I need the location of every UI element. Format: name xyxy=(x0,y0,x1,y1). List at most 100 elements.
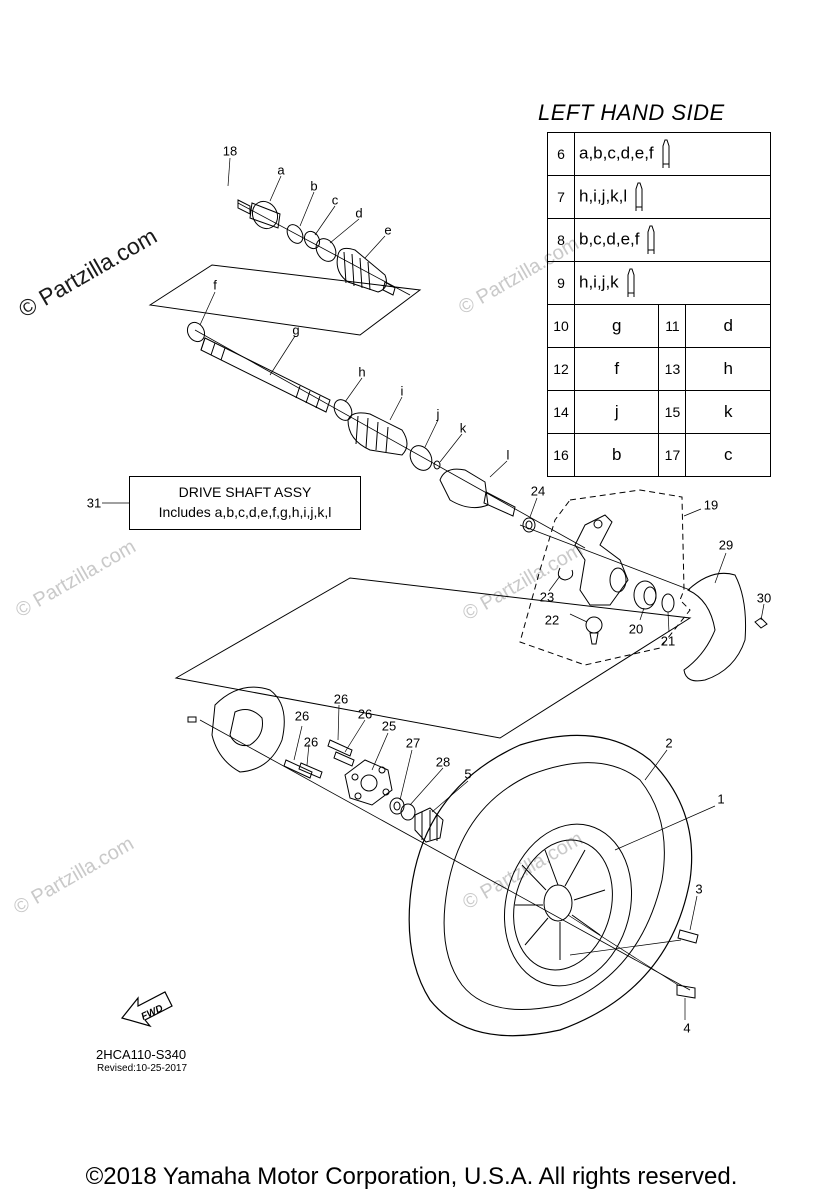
fwd-arrow-icon xyxy=(120,991,173,1028)
ref-num: 6 xyxy=(547,132,575,176)
stud-26 xyxy=(327,739,353,757)
knuckle-group-outline xyxy=(519,489,691,666)
table-row: 6 a,b,c,d,e,f xyxy=(547,132,771,176)
callout-number: 22 xyxy=(544,612,560,628)
callout-letter: c xyxy=(331,192,339,208)
bearing-20 xyxy=(633,580,657,610)
table-row: 14 j 15 k xyxy=(547,390,771,434)
callout-letter: g xyxy=(292,322,300,338)
revision-date: Revised:10-25-2017 xyxy=(97,1063,188,1074)
ref-part: f xyxy=(573,347,660,391)
ref-num: 8 xyxy=(547,218,575,262)
clamp-f xyxy=(186,321,206,343)
ref-num: 16 xyxy=(547,433,575,477)
drive-shaft-assy-note: DRIVE SHAFT ASSY Includes a,b,c,d,e,f,g,… xyxy=(129,476,361,530)
ref-part: d xyxy=(685,304,771,348)
ref-num: 15 xyxy=(658,390,687,434)
valve-3 xyxy=(677,929,699,944)
ref-part: g xyxy=(573,304,660,348)
callout-number: 26 xyxy=(303,734,319,750)
brake-disc-left xyxy=(211,686,285,773)
callout-number: 18 xyxy=(222,143,238,159)
boot-i xyxy=(347,412,408,456)
bolt-small xyxy=(187,716,197,723)
valve-cap-4 xyxy=(676,984,696,999)
ref-part: b xyxy=(573,433,660,477)
cv-joint-outer xyxy=(237,199,281,230)
table-row: 8 b,c,d,e,f xyxy=(547,218,771,262)
callout-letter: k xyxy=(459,420,467,436)
callout-number: 23 xyxy=(539,589,555,605)
fwd-label: FWD xyxy=(140,1003,165,1023)
circlip-21 xyxy=(661,593,675,613)
callout-number: 26 xyxy=(333,691,349,707)
callout-number: 2 xyxy=(665,735,673,751)
callout-number: 25 xyxy=(381,718,397,734)
stud-26 xyxy=(333,751,355,767)
ref-num: 7 xyxy=(547,175,575,219)
table-row: 10 g 11 d xyxy=(547,304,771,348)
ref-part: h xyxy=(685,347,771,391)
stud-26 xyxy=(298,762,323,779)
assy-includes: Includes a,b,c,d,e,f,g,h,i,j,k,l xyxy=(158,504,332,520)
ball-joint-22 xyxy=(585,616,603,645)
brake-disc-29 xyxy=(683,572,747,682)
callout-letter: f xyxy=(213,277,217,293)
ref-part: j xyxy=(573,390,660,434)
wheel-1 xyxy=(503,823,633,987)
tire-2 xyxy=(408,734,693,1037)
callout-letter: e xyxy=(384,222,392,238)
seal-27 xyxy=(389,797,405,815)
bolt-30 xyxy=(754,617,768,629)
callout-number: 19 xyxy=(703,497,719,513)
callout-number: 3 xyxy=(695,881,703,897)
diagram-code: 2HCA110-S340 xyxy=(96,1047,187,1062)
tool-reference-table: 6 a,b,c,d,e,f 7 h,i,j,k,l 8 b,c,d,e,f 9 … xyxy=(547,132,771,477)
callout-letter: l xyxy=(506,447,510,463)
callout-letter: j xyxy=(436,406,440,422)
grease-tube-icon xyxy=(627,268,635,297)
ref-num: 11 xyxy=(658,304,687,348)
table-row: 7 h,i,j,k,l xyxy=(547,175,771,219)
callout-letter: b xyxy=(310,178,318,194)
callout-number: 31 xyxy=(86,495,102,511)
hub-25 xyxy=(344,759,393,806)
copyright-footer: ©2018 Yamaha Motor Corporation, U.S.A. A… xyxy=(85,1163,738,1190)
assy-title: DRIVE SHAFT ASSY xyxy=(178,484,312,500)
circlip-23 xyxy=(557,567,574,581)
hub-nut-5 xyxy=(414,807,444,843)
clamp-d xyxy=(315,238,337,262)
ref-num: 14 xyxy=(547,390,575,434)
callout-number: 27 xyxy=(405,735,421,751)
callout-number: 30 xyxy=(756,590,772,606)
drive-shaft-g xyxy=(200,337,331,413)
callout-number: 4 xyxy=(683,1020,691,1036)
callout-number: 24 xyxy=(530,483,546,499)
grease-tube-icon xyxy=(635,182,643,211)
grease-tube-icon xyxy=(647,225,655,254)
callout-letter: i xyxy=(400,383,404,399)
callout-letter: h xyxy=(358,364,366,380)
circlip-k xyxy=(433,460,441,470)
ref-num: 17 xyxy=(658,433,687,477)
ref-part: c xyxy=(685,433,771,477)
callout-number: 26 xyxy=(294,708,310,724)
callout-number: 20 xyxy=(628,621,644,637)
stud-26 xyxy=(283,759,313,779)
clamp-h xyxy=(333,399,353,421)
clamp-j xyxy=(409,445,433,471)
ref-parts: h,i,j,k,l xyxy=(579,186,628,206)
callout-number: 26 xyxy=(357,706,373,722)
callout-number: 1 xyxy=(717,791,725,807)
ref-parts: a,b,c,d,e,f xyxy=(579,143,654,163)
ref-part: k xyxy=(685,390,771,434)
callout-letter: d xyxy=(355,205,363,221)
cv-joint-inner-l xyxy=(439,468,516,517)
page-title: LEFT HAND SIDE xyxy=(538,100,725,125)
ref-parts: h,i,j,k xyxy=(579,272,619,292)
ref-num: 10 xyxy=(547,304,575,348)
callout-number: 5 xyxy=(464,766,472,782)
oil-seal-24 xyxy=(522,517,536,533)
nut-28 xyxy=(400,803,416,821)
